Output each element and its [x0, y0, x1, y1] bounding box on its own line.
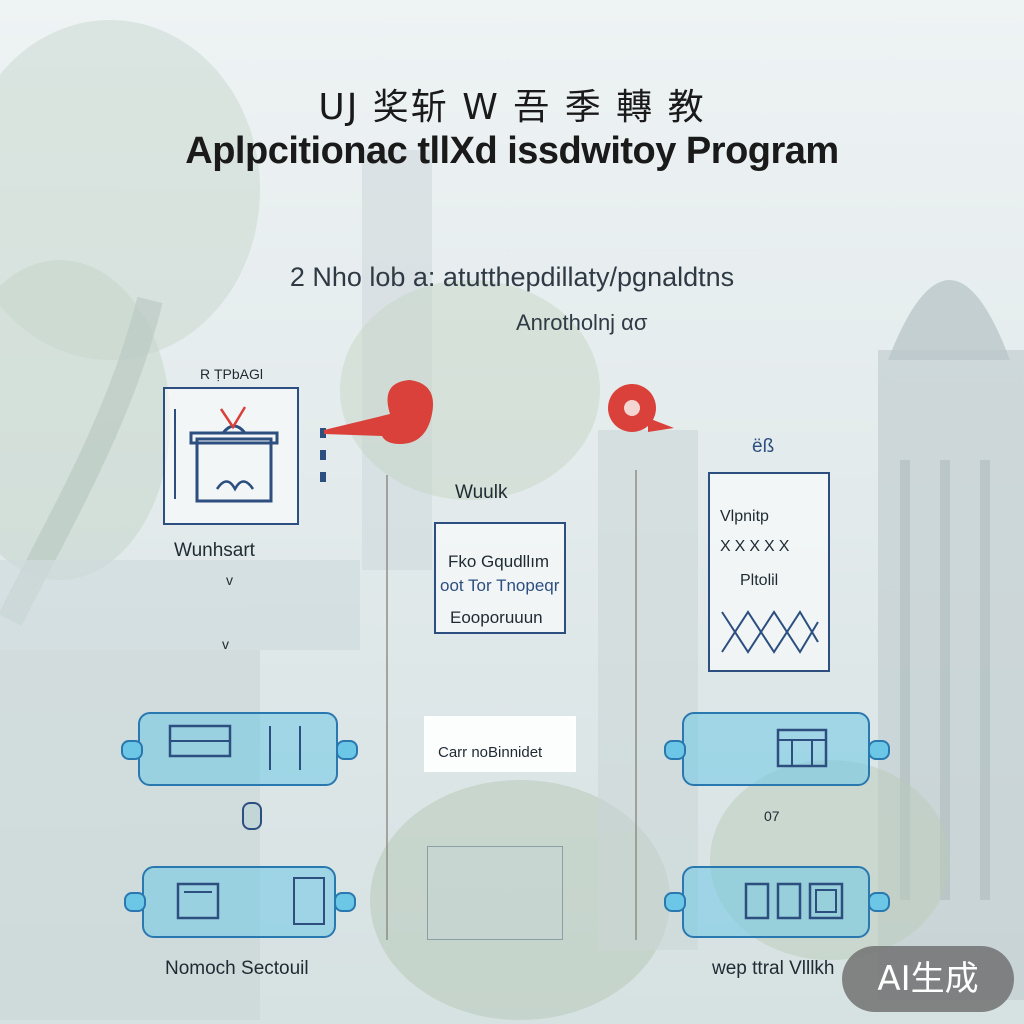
subtitle-line1: 2 Nho lob a: atutthepdillaty/pgnaldtns [289, 262, 735, 292]
red-location-icon [608, 384, 674, 432]
left-arrow-glyph: v [226, 572, 233, 588]
right-module-2-handle-left [664, 892, 686, 912]
right-mid-glyph: 07 [764, 808, 780, 824]
left-module-1-handle-left [121, 740, 143, 760]
middle-empty-box [427, 846, 563, 940]
right-module-1 [682, 712, 870, 786]
right-module-1-handle-right [868, 740, 890, 760]
left-module-1 [138, 712, 338, 786]
window-icon [176, 877, 325, 925]
left-module-2-handle-left [124, 892, 146, 912]
right-card-line-2: ΧΧΧΧΧ [720, 538, 794, 555]
middle-small-card-label: Carr noBinnidet [438, 744, 543, 761]
right-card-line-1: Vlpnitp [720, 508, 769, 525]
lattice-pattern-icon [721, 610, 819, 654]
middle-card-line-2: oot Tor Tnopeqr [440, 576, 560, 595]
middle-small-card: Carr noBinnidet [424, 716, 576, 772]
right-pattern-card: Vlpnitp ΧΧΧΧΧ Pltolil [708, 472, 830, 672]
left-top-card [163, 387, 299, 525]
left-caption: Wunhsart [174, 540, 255, 561]
middle-text-card: Fko Gqudllım oot Tor Tnopeqr Eooporuuun [434, 522, 566, 634]
ai-generated-badge: AI生成 [842, 946, 1014, 1012]
middle-card-line-3: Eooporuuun [450, 608, 543, 627]
module-panel-icon [168, 724, 301, 770]
red-pointer-icon [324, 380, 434, 444]
left-module-2 [142, 866, 336, 938]
subtitle-line2: Anrotholnj ασ [516, 310, 648, 335]
columns-icon [776, 728, 828, 768]
gauge-panels-icon [744, 882, 844, 920]
right-module-2 [682, 866, 870, 938]
title-english: Aplpcitionac tllXd issdwitoy Program [185, 130, 839, 172]
title-chinese: UJ 奖斩 W 吾 季 轉 教 [318, 87, 706, 128]
right-card-line-3: Pltolil [740, 572, 779, 589]
left-arrow-glyph-2: v [222, 636, 229, 652]
left-module-2-handle-right [334, 892, 356, 912]
right-bottom-label: wep ttral Vlllkh [712, 958, 835, 979]
left-connector-bulb [242, 802, 262, 830]
left-bottom-label: Nomoch Sectouil [165, 958, 309, 979]
right-module-2-handle-right [868, 892, 890, 912]
right-top-label: ëß [752, 436, 775, 457]
right-module-1-handle-left [664, 740, 686, 760]
pot-icon [174, 406, 279, 503]
middle-heading: Wuulk [455, 482, 508, 503]
left-module-1-handle-right [336, 740, 358, 760]
middle-card-line-1: Fko Gqudllım [448, 552, 550, 571]
connector-dots [320, 428, 326, 482]
left-top-card-label: R ṬPbAGl [200, 366, 264, 382]
